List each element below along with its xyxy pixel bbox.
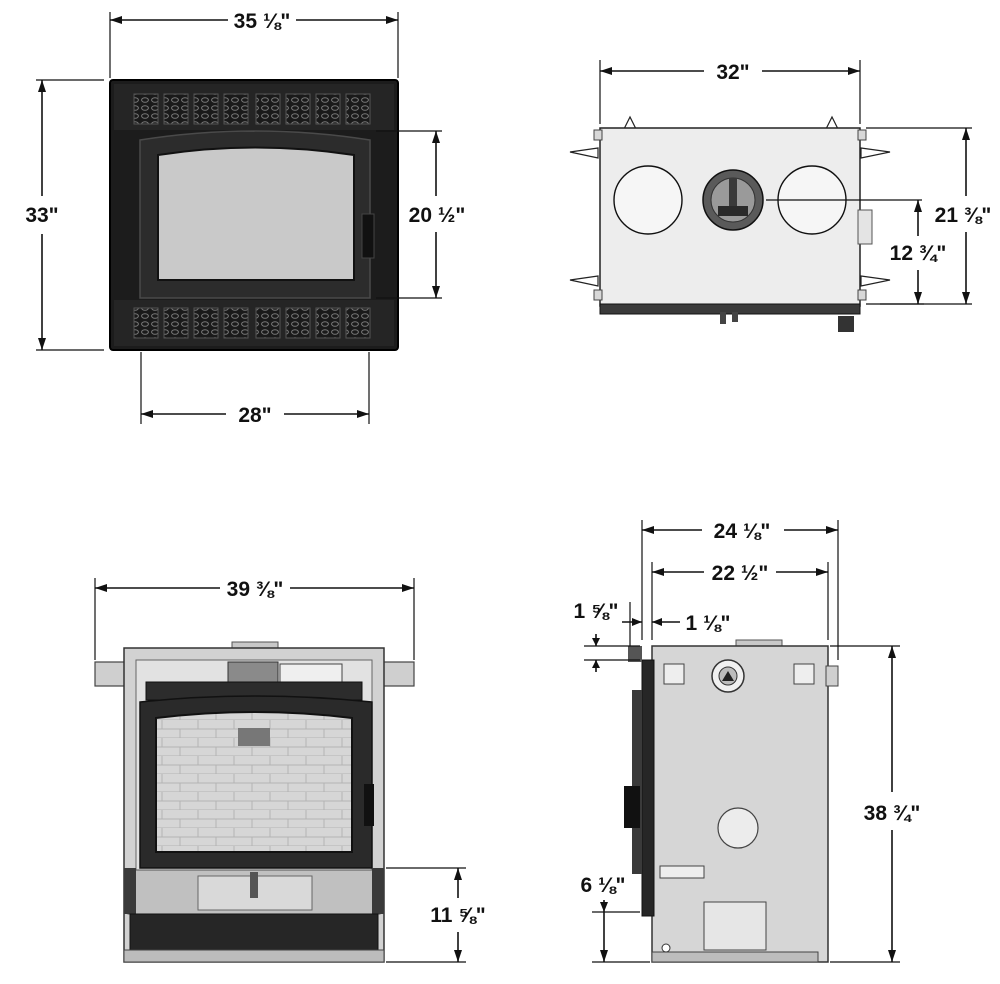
front-bottom-width-label: 28" bbox=[238, 404, 271, 427]
flue-collar-icon bbox=[711, 659, 745, 693]
insert-firebox bbox=[155, 711, 353, 853]
top-flue-center-label: 12 ¾" bbox=[890, 242, 947, 265]
side-offset-left-label: 1 ⅝" bbox=[574, 600, 619, 623]
outlet-box-icon bbox=[838, 316, 854, 332]
side-access-circle bbox=[717, 807, 759, 849]
left-vent-circle bbox=[613, 165, 683, 235]
side-offset-right-label: 1 ⅛" bbox=[686, 612, 731, 635]
front-view: 35 ⅛" 33" 20 ½" 28" bbox=[25, 10, 465, 427]
top-width-label: 32" bbox=[716, 61, 749, 84]
door-handle-icon bbox=[364, 784, 374, 826]
side-height-label: 38 ¾" bbox=[864, 802, 921, 825]
top-view: 32" 21 ⅜" 12 ¾" bbox=[569, 60, 992, 332]
insert-width-label: 39 ⅜" bbox=[227, 578, 284, 601]
front-glass bbox=[157, 146, 355, 281]
top-depth-label: 21 ⅜" bbox=[935, 204, 992, 227]
door-handle-icon bbox=[624, 786, 640, 828]
front-width-label: 35 ⅛" bbox=[234, 10, 291, 33]
side-access-panel bbox=[703, 901, 767, 951]
side-overall-depth-label: 24 ⅛" bbox=[714, 520, 771, 543]
front-door-height-label: 20 ½" bbox=[409, 204, 466, 227]
door-handle-icon bbox=[361, 213, 375, 259]
insert-ash-drawer bbox=[129, 913, 379, 951]
side-view: 24 ⅛" 22 ½" 1 ⅝" 1 ⅛" 38 ¾" bbox=[574, 520, 921, 963]
side-body-depth-label: 22 ½" bbox=[712, 562, 769, 585]
grille-icon bbox=[133, 93, 371, 125]
grille-icon bbox=[133, 307, 371, 339]
front-no-surround-view: 39 ⅜" 11 ⅝" bbox=[94, 578, 486, 963]
flue-collar-icon bbox=[702, 169, 764, 231]
front-height-label: 33" bbox=[25, 204, 58, 227]
side-bottom-height-label: 6 ⅛" bbox=[581, 874, 626, 897]
insert-bottom-height-label: 11 ⅝" bbox=[430, 904, 486, 927]
